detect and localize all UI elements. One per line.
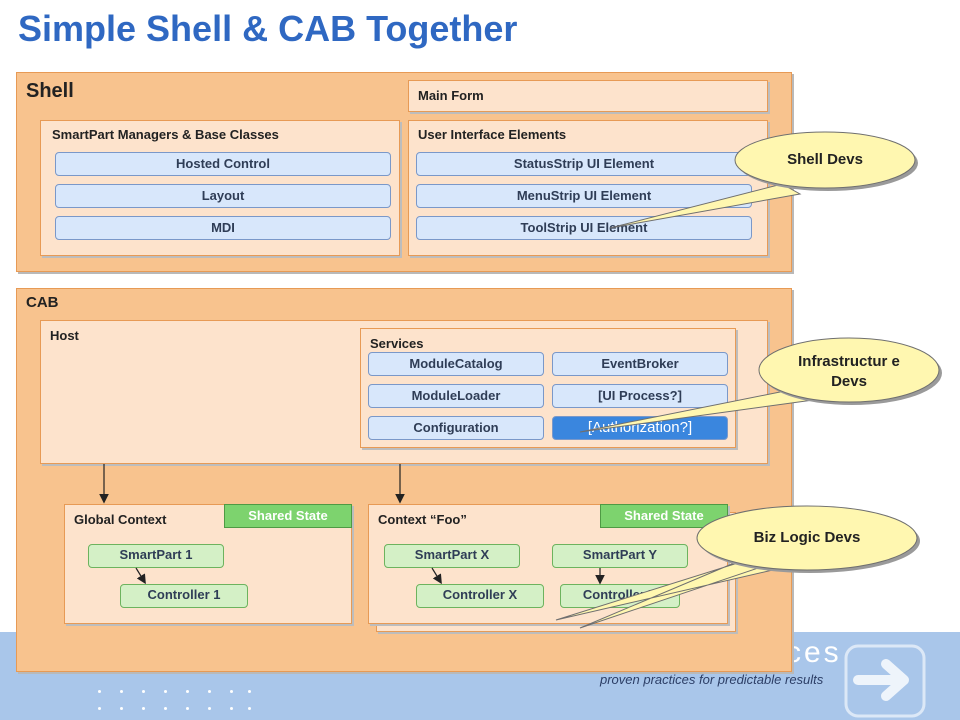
services-label: Services [370,336,424,351]
smartpart-x: SmartPart X [384,544,520,568]
footer-arrow-icon [840,640,930,718]
modulecatalog-item: ModuleCatalog [368,352,544,376]
infrastructure-devs-callout: Infrastructur e Devs [798,353,900,390]
page-title: Simple Shell & CAB Together [18,8,518,49]
menustrip-item: MenuStrip UI Element [416,184,752,208]
host-label: Host [50,328,79,343]
smartpart1-to-controller1-arrow [135,567,146,585]
moduleloader-item: ModuleLoader [368,384,544,408]
biz-logic-devs-bubble [555,555,791,629]
smartpart-1: SmartPart 1 [88,544,224,568]
context-foo-label: Context “Foo” [378,512,467,527]
configuration-item: Configuration [368,416,544,440]
cab-label: CAB [26,294,59,311]
footer-tagline: proven practices for predictable results [600,672,824,687]
hosted-control-item: Hosted Control [55,152,391,176]
eventbroker-item: EventBroker [552,352,728,376]
foo-shared-state: Shared State [600,504,728,528]
global-shared-state: Shared State [224,504,352,528]
controller-1: Controller 1 [120,584,248,608]
shell-devs-bubble [609,183,802,229]
ui-process-item: [UI Process?] [552,384,728,408]
main-form-label: Main Form [418,88,484,103]
controller-x: Controller X [416,584,544,608]
mdi-item: MDI [55,216,391,240]
smartpart-managers-label: SmartPart Managers & Base Classes [52,127,279,142]
main-form-box [408,80,768,112]
footer-brand-fragment: ces [786,636,842,669]
biz-logic-devs-callout: Biz Logic Devs [753,529,861,546]
smartpart-y: SmartPart Y [552,544,688,568]
smartpartx-to-controllerx-arrow [431,567,442,585]
layout-item: Layout [55,184,391,208]
global-context-label: Global Context [74,512,167,527]
statusstrip-item: StatusStrip UI Element [416,152,752,176]
toolstrip-item: ToolStrip UI Element [416,216,752,240]
shell-devs-callout: Shell Devs [787,151,863,168]
shell-label: Shell [26,80,74,102]
ui-elements-label: User Interface Elements [418,127,567,142]
